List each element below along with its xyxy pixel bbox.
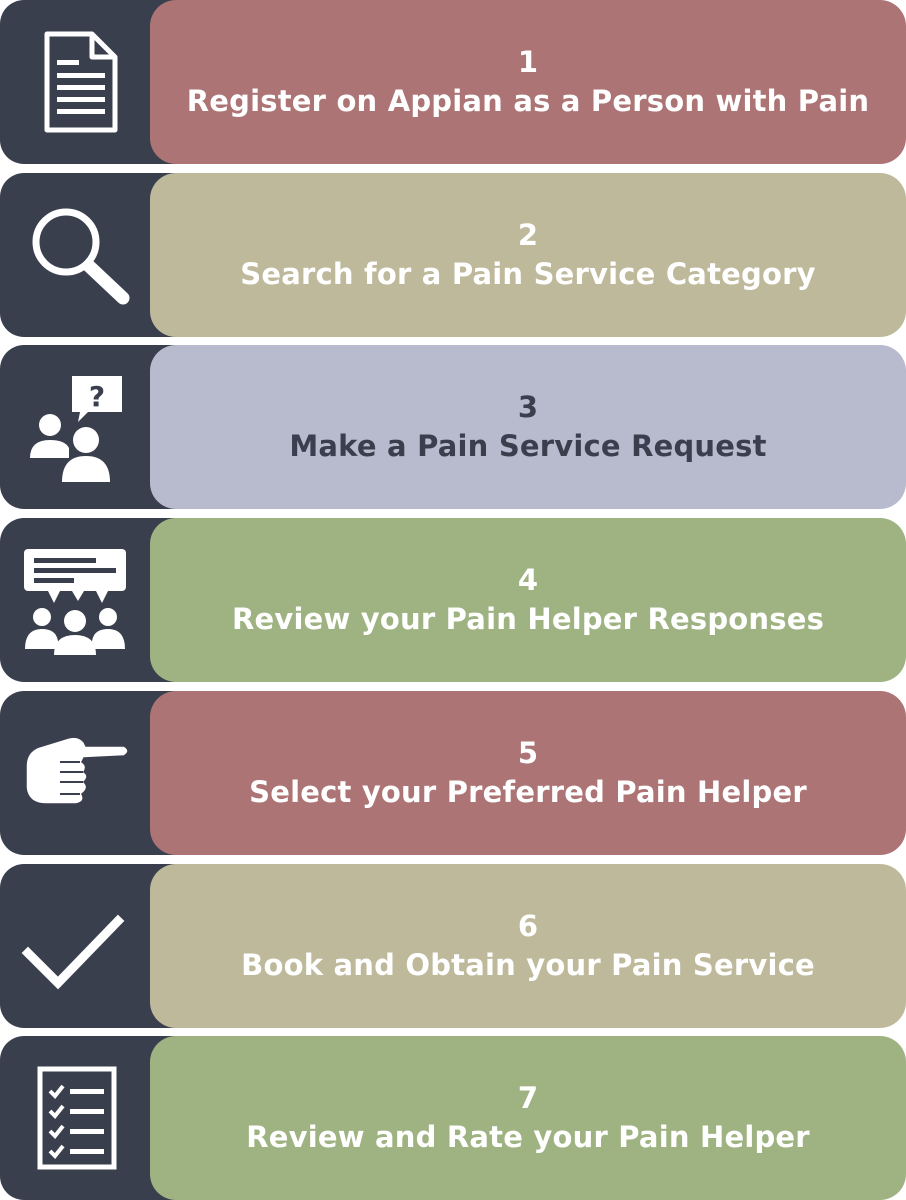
step-number: 6 [517,909,539,943]
step-3-card: 3 Make a Pain Service Request [150,345,906,509]
step-label: Review and Rate your Pain Helper [246,1120,810,1154]
step-4: 4 Review your Pain Helper Responses [0,518,906,682]
pointing-hand-icon [25,736,129,805]
step-number: 7 [517,1081,539,1115]
step-number: 2 [517,218,539,252]
step-label: Search for a Pain Service Category [240,257,816,291]
step-6: 6 Book and Obtain your Pain Service [0,864,906,1028]
step-6-card: 6 Book and Obtain your Pain Service [150,864,906,1028]
checkmark-icon [21,914,125,990]
step-1: 1 Register on Appian as a Person with Pa… [0,0,906,164]
step-1-card: 1 Register on Appian as a Person with Pa… [150,0,906,164]
step-number: 3 [517,390,539,424]
step-2-card: 2 Search for a Pain Service Category [150,173,906,337]
checklist-icon [37,1066,117,1170]
step-label: Register on Appian as a Person with Pain [186,84,870,118]
step-number: 5 [517,736,539,770]
step-5: 5 Select your Preferred Pain Helper [0,691,906,855]
step-number: 1 [517,45,539,79]
magnifier-icon [32,208,130,305]
people-question-icon: ? [30,376,122,482]
step-number: 4 [517,563,539,597]
step-label: Make a Pain Service Request [289,429,767,463]
step-label: Book and Obtain your Pain Service [241,948,815,982]
step-3: ? 3 Make a Pain Service Request [0,345,906,509]
step-7-card: 7 Review and Rate your Pain Helper [150,1036,906,1200]
step-7: 7 Review and Rate your Pain Helper [0,1036,906,1200]
group-chat-icon [24,549,126,655]
step-label: Review your Pain Helper Responses [231,602,825,636]
step-4-card: 4 Review your Pain Helper Responses [150,518,906,682]
step-2: 2 Search for a Pain Service Category [0,173,906,337]
step-5-card: 5 Select your Preferred Pain Helper [150,691,906,855]
step-label: Select your Preferred Pain Helper [249,775,807,809]
document-icon [44,31,118,133]
svg-text:?: ? [89,380,105,413]
